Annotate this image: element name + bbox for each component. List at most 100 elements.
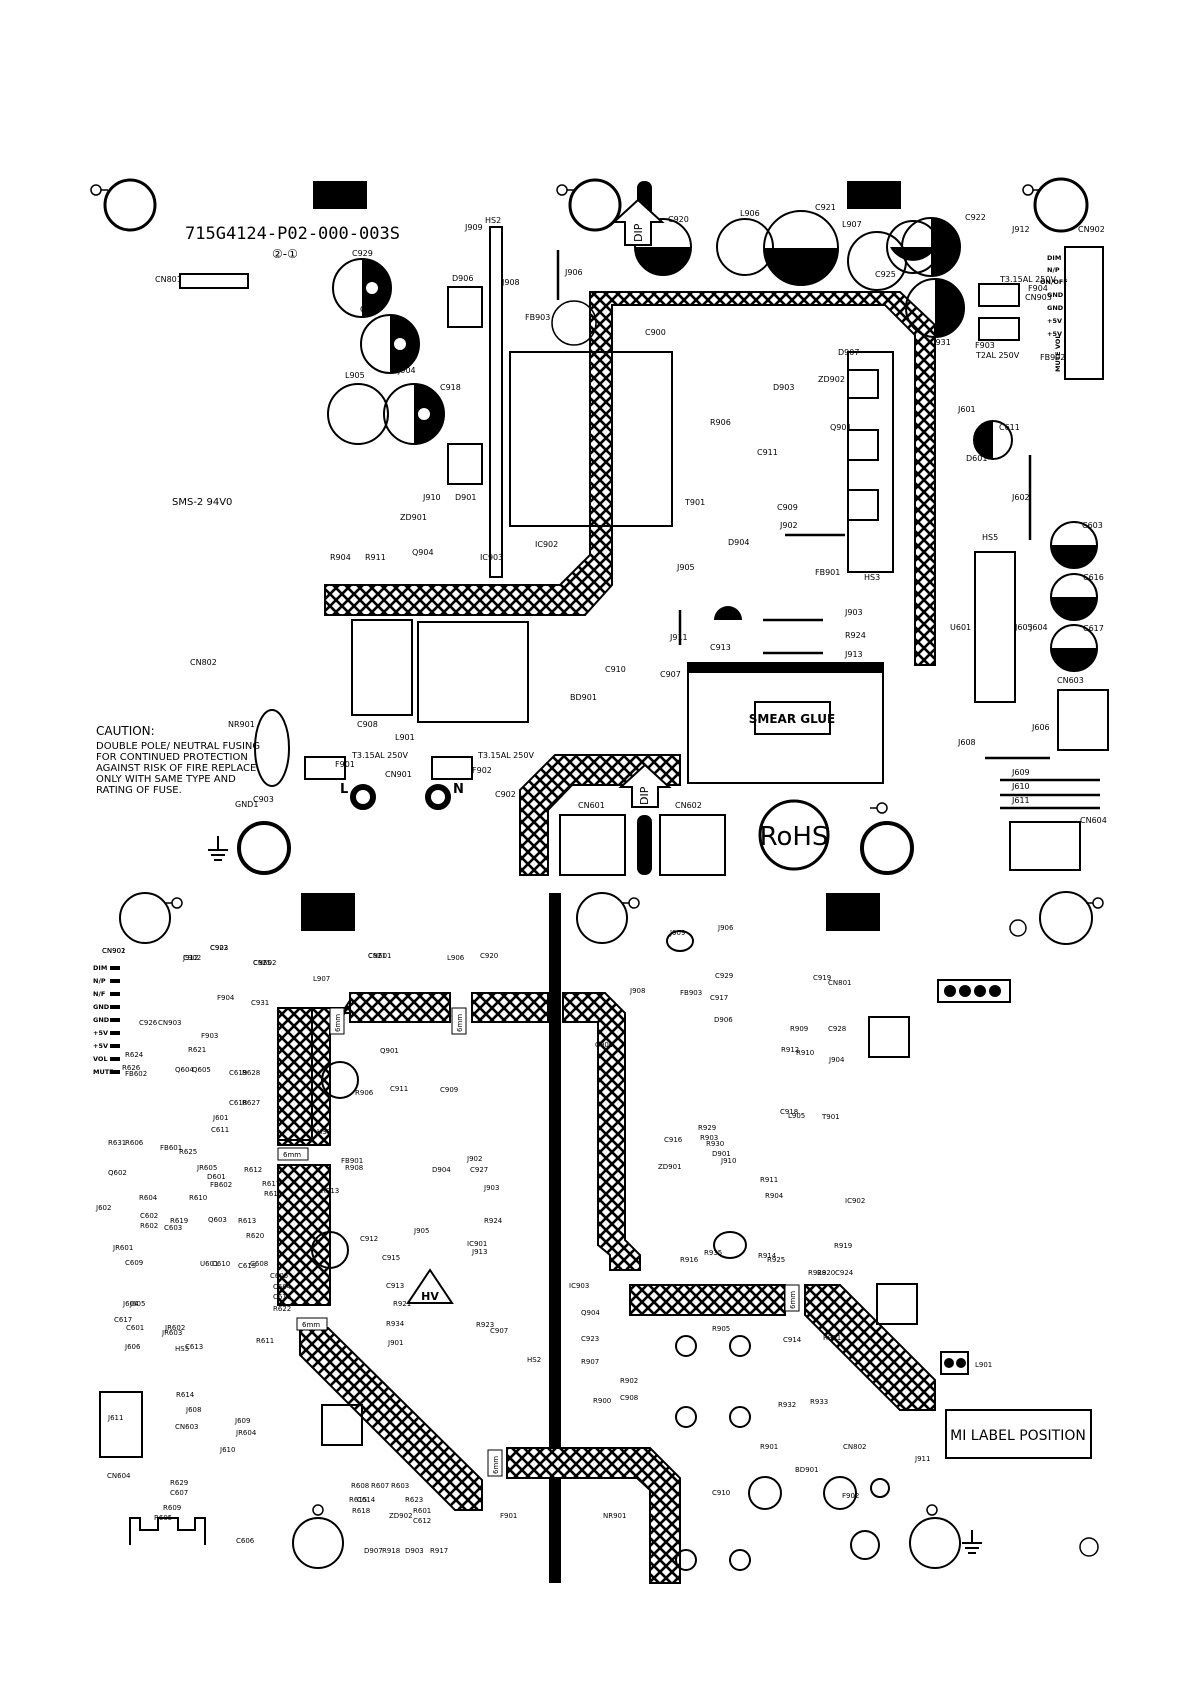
component-ref-label: C617 xyxy=(114,1316,132,1324)
mi-label-text: MI LABEL POSITION xyxy=(950,1428,1086,1444)
small-hole xyxy=(1009,919,1027,937)
component-ref-label: R627 xyxy=(242,1099,260,1107)
black-slot-lower xyxy=(637,815,652,875)
component-ref-label: J908 xyxy=(629,987,645,995)
fuse-f901 xyxy=(304,756,346,780)
component-ref-label: J601 xyxy=(957,405,976,414)
mount-hole-b-br xyxy=(909,1517,961,1569)
component-ref-label: R932 xyxy=(778,1401,796,1409)
component-ref-label: R924 xyxy=(845,631,866,640)
component-ref-label: R624 xyxy=(125,1051,144,1059)
caution-line: DOUBLE POLE/ NEUTRAL FUSING xyxy=(96,741,260,752)
component-ref-label: ZD902 xyxy=(389,1512,413,1520)
cn802-pin xyxy=(956,1358,966,1368)
terminal-l xyxy=(350,784,376,810)
cn902-pin: MUTE VOL xyxy=(1054,335,1062,372)
hatched-zone-bottom-e xyxy=(299,1327,483,1511)
component-ref-label: IC901 xyxy=(467,1240,487,1248)
component-ref-label: D907 xyxy=(364,1547,383,1555)
component-ref-label: R613 xyxy=(238,1217,256,1225)
component-ref-label: J909 xyxy=(669,929,685,937)
component-ref-label: R602 xyxy=(140,1222,158,1230)
hs3-pad xyxy=(311,1231,349,1269)
filter-l901 xyxy=(417,621,529,723)
component-ref-label: R928 xyxy=(808,1269,826,1277)
component-ref-label: NR901 xyxy=(603,1512,626,1520)
high-voltage-icon xyxy=(406,1268,454,1304)
clearance-label: 6mm xyxy=(789,1291,797,1309)
caution-line: CAUTION: xyxy=(96,724,155,738)
component-ref-label: R608 xyxy=(351,1482,369,1490)
hatched-zone-bottom-a xyxy=(277,1007,313,1141)
component-ref-label: R930 xyxy=(706,1140,724,1148)
component-ref-label: IC902 xyxy=(845,1197,865,1205)
component-ref-label: C603 xyxy=(1082,521,1103,530)
component-ref-label: C914 xyxy=(783,1336,802,1344)
component-ref-label: D904 xyxy=(432,1166,451,1174)
component-ref-label: C920 xyxy=(668,215,689,224)
component-ref-label: J611 xyxy=(1011,796,1030,805)
component-ref-label: C917 xyxy=(710,994,728,1002)
smear-glue-area-band xyxy=(688,663,883,673)
component-ref-label: R626 xyxy=(122,1064,141,1072)
cn802-pin xyxy=(944,1358,954,1368)
mount-hole-b-tr xyxy=(1039,891,1093,945)
cn902-bottom-pin: DIM xyxy=(93,964,107,972)
caution-block: CAUTION: DOUBLE POLE/ NEUTRAL FUSING FOR… xyxy=(96,724,260,796)
component-ref-label: R604 xyxy=(139,1194,158,1202)
connector-cn604 xyxy=(1009,821,1081,871)
component-ref-label: FB903 xyxy=(680,989,702,997)
component-ref-label: J610 xyxy=(219,1446,235,1454)
fuse-f902 xyxy=(431,756,473,780)
cn902-pin-labels: DIM N/P ON/OFF GND GND +5V +5V MUTE VOL xyxy=(1040,254,1068,372)
thermistor-nr901 xyxy=(254,709,290,787)
component-ref-label: U601 xyxy=(950,623,971,632)
cn902-bottom-pin: MUTE xyxy=(93,1068,114,1076)
hatched-zone-bottom-c xyxy=(471,992,549,1023)
component-ref-label: D901 xyxy=(712,1150,731,1158)
component-ref-label: D907 xyxy=(838,348,859,357)
component-ref-label: R902 xyxy=(620,1377,638,1385)
connector-cn603-bottom xyxy=(99,1391,143,1458)
connector-cn902 xyxy=(1064,246,1104,380)
component-ref-label: J902 xyxy=(466,1155,482,1163)
hatched-zone-bottom-g xyxy=(804,1284,936,1411)
component-ref-label: R610 xyxy=(189,1194,207,1202)
component-ref-label: R905 xyxy=(712,1325,730,1333)
component-ref-label: J604 xyxy=(1029,623,1048,632)
connector-cn604-bottom xyxy=(129,1517,206,1545)
ic-u601 xyxy=(974,551,1016,703)
cn902-bottom-pin: VOL xyxy=(93,1055,108,1063)
component-ref-label: C928 xyxy=(828,1025,846,1033)
component-ref-label: JR603 xyxy=(161,1329,182,1337)
diode-d906 xyxy=(447,286,483,328)
component-ref-label: C925 xyxy=(875,270,896,279)
component-ref-label: R909 xyxy=(790,1025,808,1033)
component-ref-label: C609 xyxy=(125,1259,143,1267)
diode-d901 xyxy=(447,443,483,485)
component-ref-label: Q901 xyxy=(380,1047,399,1055)
component-ref-label: CN602 xyxy=(675,801,702,810)
component-ref-label: F903 xyxy=(201,1032,218,1040)
component-ref-label: R612 xyxy=(244,1166,262,1174)
component-ref-label: HS2 xyxy=(527,1356,541,1364)
component-ref-label: R903 xyxy=(700,1134,718,1142)
connector-cn603 xyxy=(1057,689,1109,751)
component-ref-label: R631 xyxy=(108,1139,126,1147)
mount-hole-b-bl xyxy=(292,1517,344,1569)
cn902-bottom-pads xyxy=(110,966,120,1074)
bottom-board: MI LABEL POSITION HV 6mm 6mm 6mm 6mm 6mm… xyxy=(93,891,1104,1584)
component-ref-label: JR602 xyxy=(164,1324,185,1332)
component-ref-label: J911 xyxy=(669,633,688,642)
component-ref-label: R911 xyxy=(760,1176,778,1184)
component-ref-label: R605 xyxy=(154,1514,172,1522)
component-ref-label: R615 xyxy=(349,1496,367,1504)
component-ref-label: C601 xyxy=(126,1324,144,1332)
capacitor-electrolytic-icon xyxy=(327,210,1098,672)
connector-cn601 xyxy=(559,814,626,876)
component-ref-label: R609 xyxy=(163,1504,181,1512)
component-ref-label: C911 xyxy=(390,1085,408,1093)
rohs-label: RoHS xyxy=(760,822,829,852)
component-ref-label: C913 xyxy=(386,1282,404,1290)
component-ref-label: CN603 xyxy=(1057,676,1084,685)
